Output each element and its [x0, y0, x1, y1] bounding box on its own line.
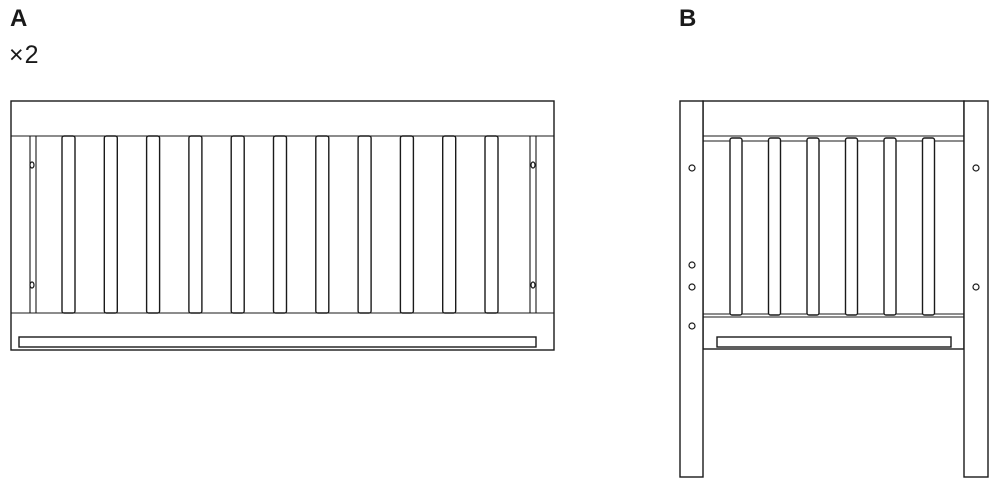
part-a-hole [530, 281, 536, 289]
slat [921, 137, 936, 316]
slat [767, 137, 782, 316]
part-b-label: B [679, 5, 697, 32]
part-b-base-board [716, 336, 952, 348]
part-b-hole [972, 283, 980, 291]
part-a-quantity: ×2 [9, 41, 40, 69]
slat [844, 137, 859, 316]
part-b-hole [688, 164, 696, 172]
slat [315, 135, 330, 314]
slat [806, 137, 820, 316]
part-a-hole [29, 161, 35, 169]
part-a-slats [61, 135, 499, 314]
part-b-hole [688, 283, 696, 291]
slat [484, 135, 499, 314]
part-b-panel [679, 100, 989, 478]
part-a-panel [10, 100, 555, 351]
part-a-base-board [18, 336, 537, 348]
slat [61, 135, 76, 314]
slat [729, 137, 743, 316]
slat [230, 135, 245, 314]
slat [188, 135, 203, 314]
part-a-label: A [10, 5, 28, 32]
slat [399, 135, 415, 314]
part-b-slats [729, 137, 936, 316]
part-a-hole [29, 281, 35, 289]
slat [357, 135, 372, 314]
slat [272, 135, 288, 314]
part-b-inner-frame [702, 100, 965, 350]
slat [442, 135, 457, 314]
part-b-hole [972, 164, 980, 172]
slat [145, 135, 161, 314]
slat [103, 135, 119, 314]
part-b-hole [688, 322, 696, 330]
part-b-hole [688, 261, 696, 269]
slat [883, 137, 897, 316]
part-a-hole [530, 161, 536, 169]
